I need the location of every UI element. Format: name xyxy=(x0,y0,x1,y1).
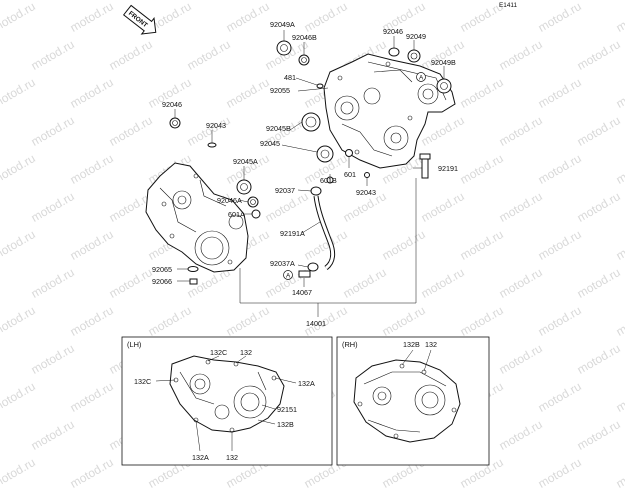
seal-92046-left xyxy=(169,117,181,129)
label-92045: 92045 xyxy=(260,139,280,148)
label-92049B: 92049B xyxy=(431,58,456,67)
lh-label-132A-bottom: 132A xyxy=(192,453,209,462)
lh-label-132A-right: 132A xyxy=(298,379,315,388)
leader-lines xyxy=(174,30,445,317)
label-92037A: 92037A xyxy=(270,259,295,268)
pin-92043-left xyxy=(207,142,217,148)
lh-label-132B: 132B xyxy=(277,420,294,429)
bearing-92045 xyxy=(316,145,334,163)
lh-label-132-top: 132 xyxy=(240,348,252,357)
label-92046B: 92046B xyxy=(292,33,317,42)
fitting-14067 xyxy=(298,270,311,278)
marker-a-mid-text: A xyxy=(286,273,291,280)
seal-92046B xyxy=(298,54,310,66)
marker-a-top: A xyxy=(416,72,426,82)
label-14001: 14001 xyxy=(306,319,326,328)
rh-detail-box: (RH) 132B 132 xyxy=(336,336,490,466)
rh-label-132B: 132B xyxy=(403,340,420,349)
seal-92046A xyxy=(247,196,259,208)
marker-a-top-text: A xyxy=(419,75,424,82)
diagram-id: E1411 xyxy=(499,2,517,9)
ring-601A xyxy=(251,209,261,219)
label-92049A: 92049A xyxy=(270,20,295,29)
label-481: 481 xyxy=(284,73,296,82)
bearing-92045A xyxy=(236,179,252,195)
label-92046A: 92046A xyxy=(217,196,242,205)
bolt-92191 xyxy=(419,153,431,179)
label-92045A: 92045A xyxy=(233,157,258,166)
label-92046-top: 92046 xyxy=(383,27,403,36)
lh-label-132C-top: 132C xyxy=(210,348,227,357)
marker-a-mid: A xyxy=(283,270,293,280)
seal-92046-top xyxy=(388,47,400,57)
rh-label-132: 132 xyxy=(425,340,437,349)
bearing-92049-top xyxy=(407,49,421,63)
label-92066: 92066 xyxy=(152,277,172,286)
label-14067: 14067 xyxy=(292,288,312,297)
label-92049-top: 92049 xyxy=(406,32,426,41)
ring-601 xyxy=(345,149,353,157)
label-92046-left: 92046 xyxy=(162,100,182,109)
label-601: 601 xyxy=(344,170,356,179)
bearing-92049B xyxy=(436,78,452,94)
bearing-92049A xyxy=(276,40,292,56)
label-92065: 92065 xyxy=(152,265,172,274)
lh-detail-box: (LH) 132C 132 132C 132 xyxy=(121,336,333,466)
label-92045B: 92045B xyxy=(266,124,291,133)
pin-481 xyxy=(316,83,324,89)
hose-92191A xyxy=(313,195,336,270)
label-92191A: 92191A xyxy=(280,229,305,238)
bearing-92045B xyxy=(301,112,321,132)
front-arrow-icon: FRONT xyxy=(122,4,157,35)
lh-label-92151: 92151 xyxy=(277,405,297,414)
label-92055: 92055 xyxy=(270,86,290,95)
fitting-92037A xyxy=(307,262,319,272)
label-92043-mid: 92043 xyxy=(356,188,376,197)
lh-label-132C-left: 132C xyxy=(134,377,151,386)
lh-box-title: (LH) xyxy=(127,340,141,349)
washer-92065 xyxy=(187,266,199,272)
label-92037: 92037 xyxy=(275,186,295,195)
diagram-canvas: E1411 FRONT xyxy=(121,2,517,466)
lh-label-132-bottom: 132 xyxy=(226,453,238,462)
right-crankcase-half xyxy=(323,53,456,169)
plug-92066 xyxy=(189,278,198,285)
pin-92043-mid xyxy=(364,172,370,178)
rh-box-title: (RH) xyxy=(342,340,358,349)
label-601B: 601B xyxy=(320,176,337,185)
left-crankcase-half xyxy=(145,162,249,273)
fitting-92037 xyxy=(310,186,322,196)
label-92191-right: 92191 xyxy=(438,164,458,173)
label-92043-left: 92043 xyxy=(206,121,226,130)
label-601A: 601A xyxy=(228,210,245,219)
